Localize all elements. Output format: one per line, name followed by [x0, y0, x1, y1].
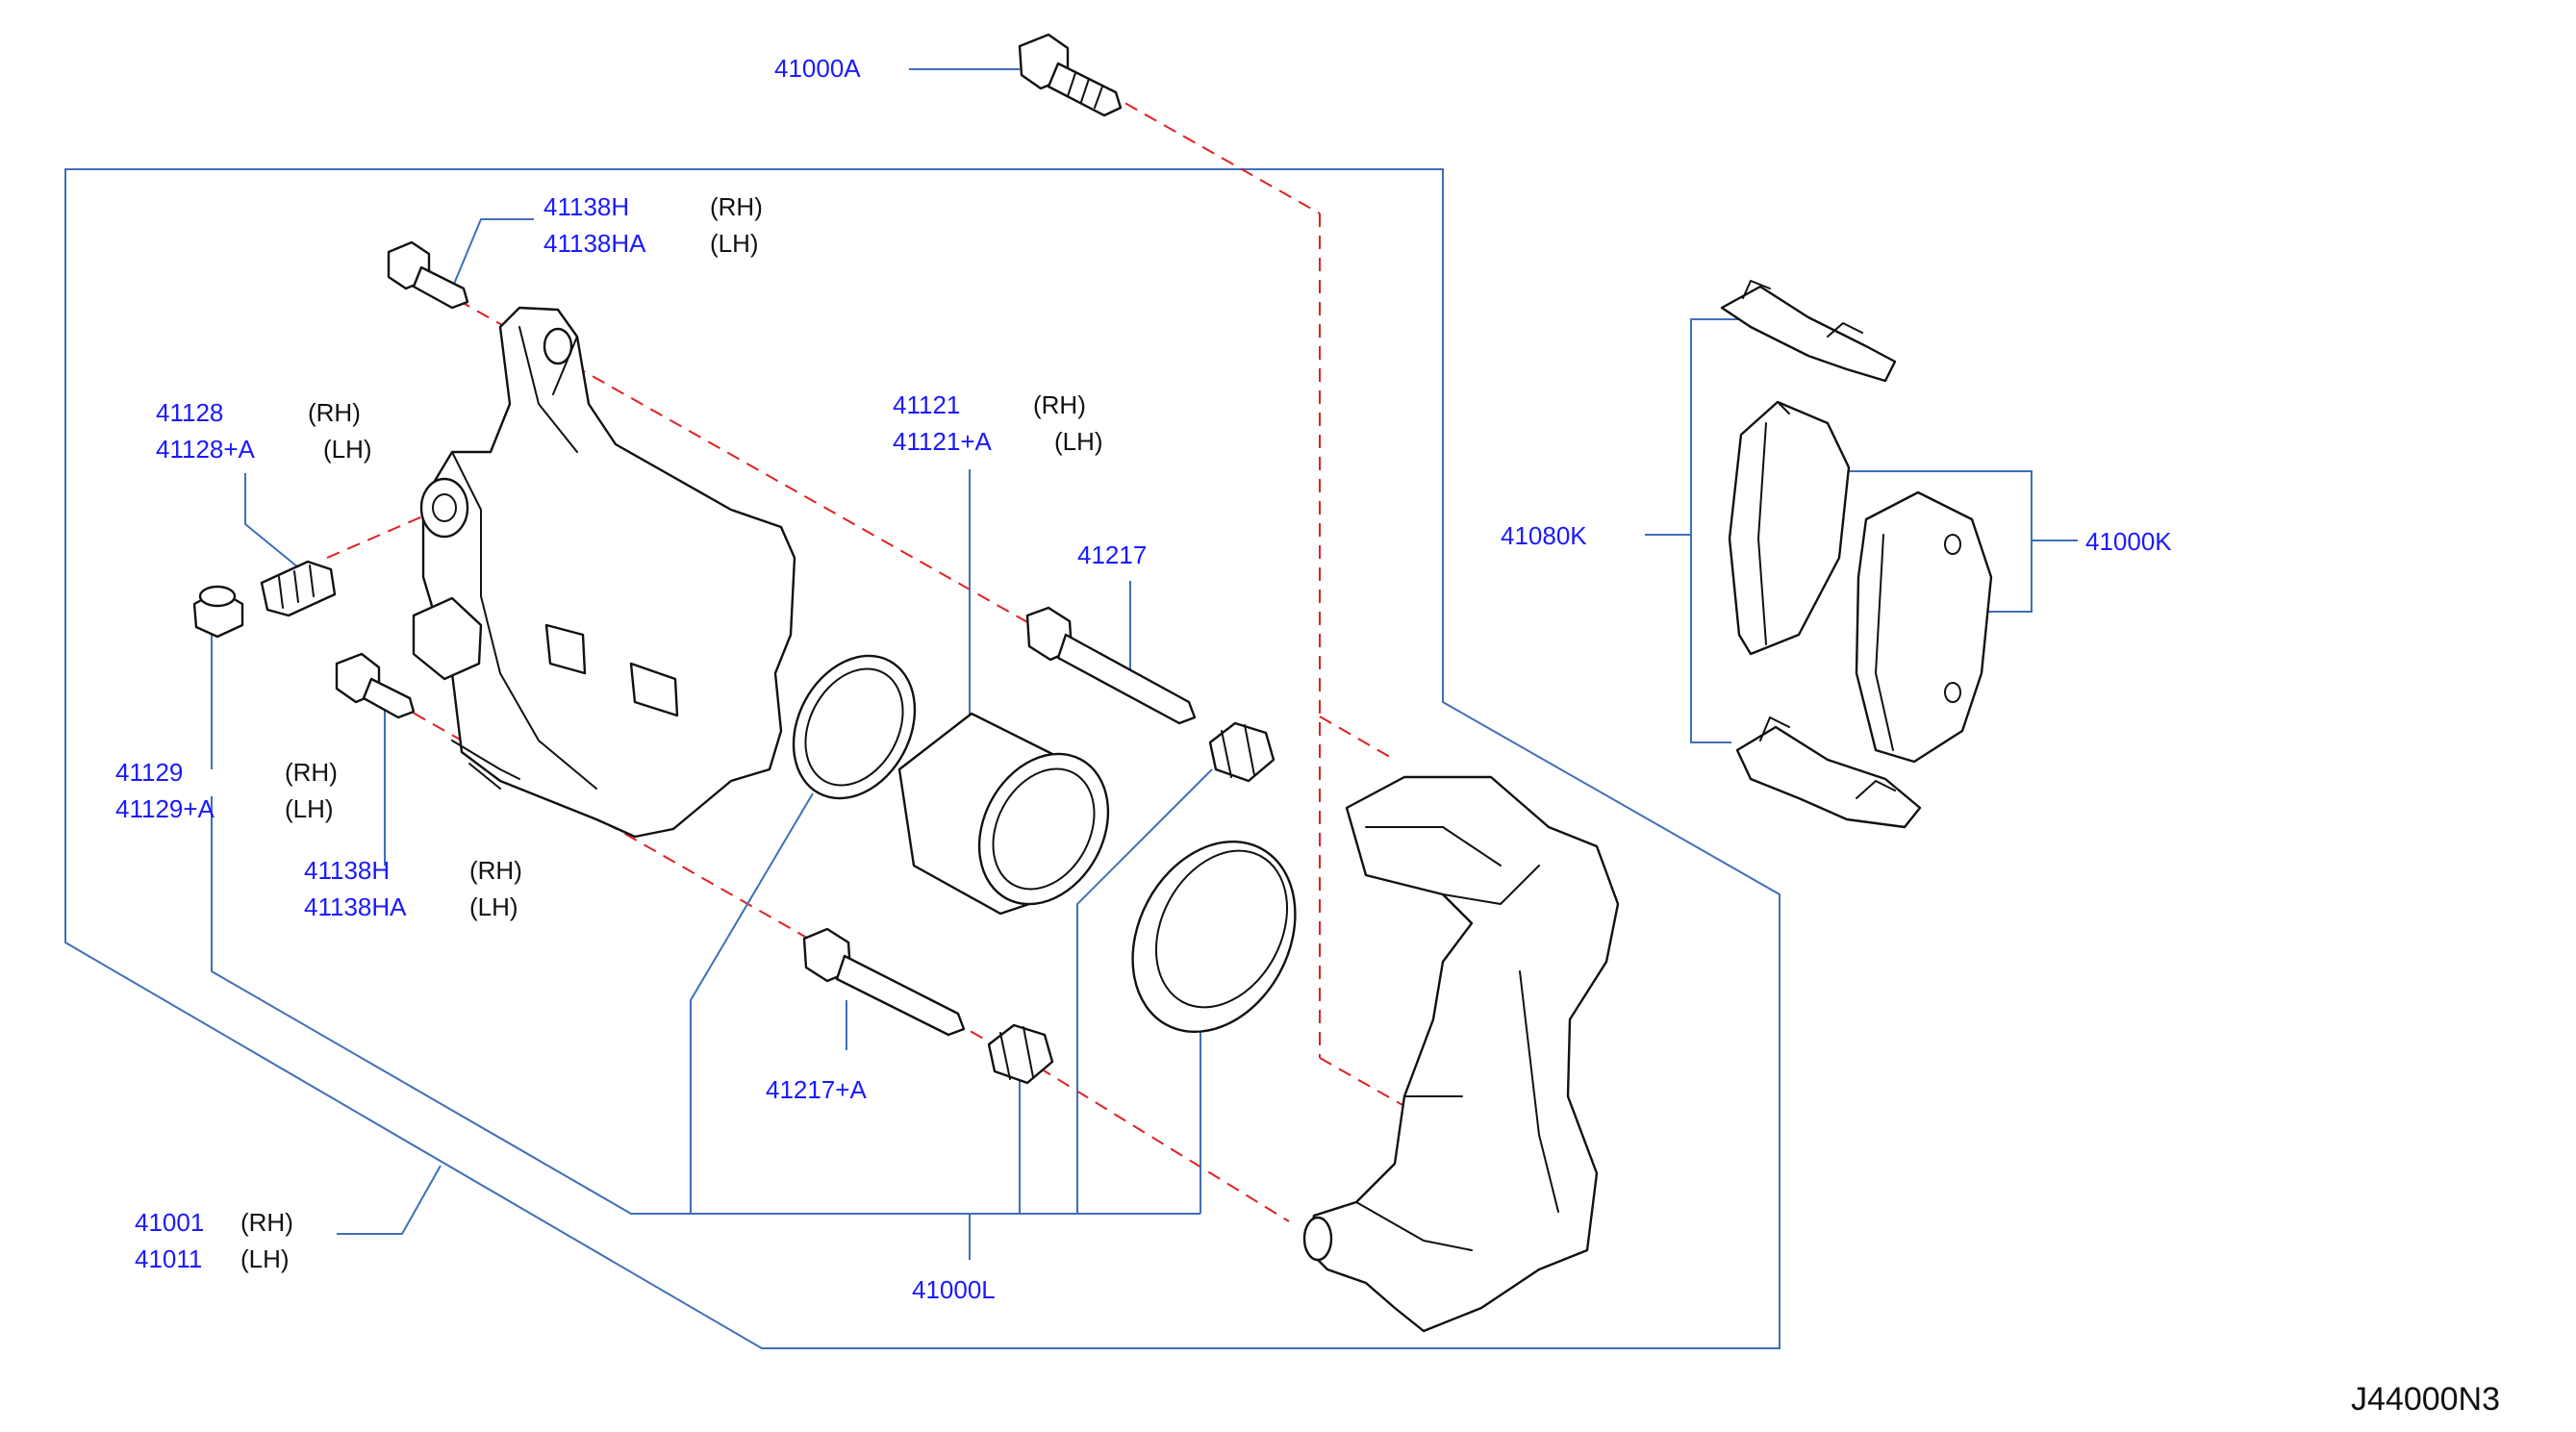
- label-41121-pn-2: 41121+A: [893, 427, 993, 456]
- label-41128-side-1: (RH): [308, 398, 361, 427]
- label-41128: 41128 (RH) 41128+A (LH): [156, 398, 372, 464]
- bolt-41000a-part: [1018, 33, 1123, 117]
- assembly-frame: [64, 168, 1780, 1349]
- label-41000l: 41000L: [912, 1275, 996, 1304]
- piston-seal-part: [792, 654, 917, 800]
- label-41001-side-2: (LH): [240, 1244, 290, 1273]
- guide-pin-41217-part: [1025, 606, 1197, 725]
- label-41000k-pn: 41000K: [2085, 527, 2172, 556]
- label-41129-pn-1: 41129: [115, 758, 183, 787]
- label-41138h-lower-side-2: (LH): [469, 892, 518, 921]
- label-41217a-pn: 41217+A: [766, 1075, 867, 1104]
- pin-boot-lower-part: [987, 1023, 1054, 1085]
- label-41121: 41121 (RH) 41121+A (LH): [893, 390, 1103, 456]
- label-41121-side-2: (LH): [1054, 427, 1103, 456]
- label-41080k: 41080K: [1501, 521, 1587, 550]
- label-41128-pn-2: 41128+A: [156, 435, 256, 464]
- label-41217: 41217: [1077, 540, 1147, 569]
- bolt-41138h-lower-part: [335, 652, 416, 719]
- label-41000k: 41000K: [2085, 527, 2172, 556]
- pad-shim-lower-part: [1735, 716, 1922, 829]
- label-41001-side-1: (RH): [240, 1208, 293, 1237]
- label-41138h-lower-pn-2: 41138HA: [304, 892, 407, 921]
- label-41129-pn-2: 41129+A: [115, 794, 215, 823]
- label-41001-pn-2: 41011: [135, 1244, 202, 1273]
- bleeder-screw-41128-part: [260, 560, 337, 617]
- label-41128-side-2: (LH): [323, 435, 372, 464]
- label-41129-side-2: (LH): [285, 794, 334, 823]
- label-41128-pn-1: 41128: [156, 398, 223, 427]
- dust-boot-part: [1131, 840, 1297, 1034]
- label-41121-pn-1: 41121: [893, 390, 960, 419]
- label-41138h-lower-pn-1: 41138H: [304, 856, 390, 885]
- bolt-41138h-upper-part: [387, 240, 469, 310]
- label-41138h-upper-pn-1: 41138H: [543, 192, 629, 221]
- label-41217-pn: 41217: [1077, 540, 1147, 569]
- label-41001: 41001 (RH) 41011 (LH): [135, 1208, 293, 1273]
- caliper-body-part: [412, 306, 796, 839]
- guide-pin-41217a-part: [802, 927, 966, 1037]
- label-41000l-pn: 41000L: [912, 1275, 996, 1304]
- brake-pad-outer-part: [1855, 490, 1993, 764]
- label-41138h-upper-side-2: (LH): [710, 229, 759, 258]
- label-41217a: 41217+A: [766, 1075, 867, 1104]
- drawing-code: J44000N3: [2351, 1381, 2500, 1418]
- label-41129-side-1: (RH): [285, 758, 338, 787]
- pin-boot-upper-part: [1208, 721, 1275, 783]
- bleeder-cap-41129-part: [192, 585, 244, 639]
- label-41001-pn-1: 41001: [135, 1208, 204, 1237]
- label-41000a-pn: 41000A: [774, 54, 861, 83]
- brake-pad-inner-part: [1728, 400, 1851, 656]
- pad-shim-upper-part: [1720, 280, 1897, 383]
- leader-lines: [211, 68, 2078, 1260]
- caliper-bracket-part: [1302, 775, 1620, 1333]
- label-41121-side-1: (RH): [1033, 390, 1086, 419]
- label-41138h-lower: 41138H (RH) 41138HA (LH): [304, 856, 522, 921]
- label-41138h-upper-side-1: (RH): [710, 192, 763, 221]
- label-41080k-pn: 41080K: [1501, 521, 1587, 550]
- label-41138h-upper-pn-2: 41138HA: [543, 229, 646, 258]
- label-41138h-upper: 41138H (RH) 41138HA (LH): [543, 192, 763, 258]
- piston-41121-part: [897, 712, 1110, 916]
- label-41138h-lower-side-1: (RH): [469, 856, 522, 885]
- label-41129: 41129 (RH) 41129+A (LH): [115, 758, 338, 823]
- label-41000a: 41000A: [774, 54, 861, 83]
